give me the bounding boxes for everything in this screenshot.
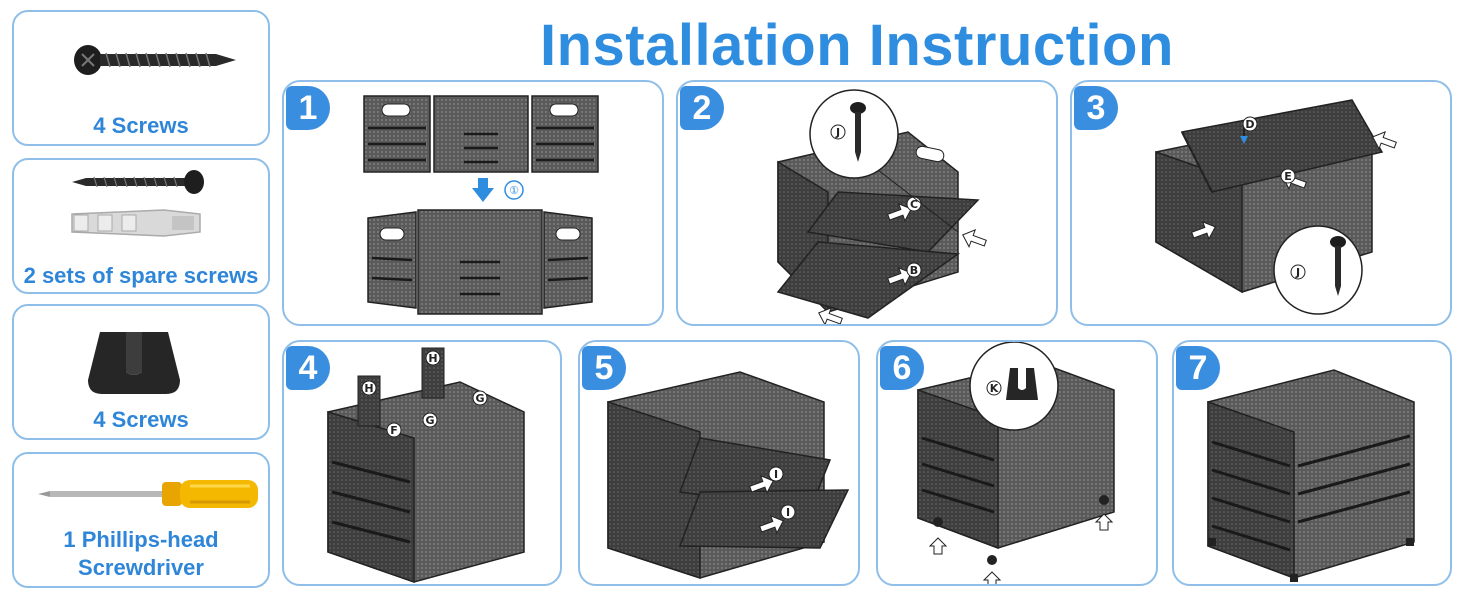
part-label-rubber-feet: 4 Screws — [93, 407, 189, 432]
step-number-6: 6 — [880, 346, 924, 390]
step-number-1: 1 — [286, 86, 330, 130]
part-card-screwdriver: 1 Phillips-head Screwdriver — [12, 452, 270, 588]
step-2-tag-c: C — [910, 198, 918, 211]
step-3-tag-d: D — [1245, 118, 1254, 131]
step-6-tag-k: K — [990, 382, 999, 395]
step-3-tag-e: E — [1284, 170, 1292, 183]
step-4-tag-g-center: G — [425, 414, 434, 427]
part-label-screwdriver-2: Screwdriver — [78, 555, 204, 580]
step-number-7: 7 — [1176, 346, 1220, 390]
step-3-tag-j: J — [1295, 266, 1300, 279]
screwdriver-icon — [38, 480, 258, 508]
part-label-screwdriver: 1 Phillips-head — [63, 527, 219, 552]
part-label-spare-screws: 2 sets of spare screws — [23, 263, 259, 288]
step-5-illustration: I I — [607, 371, 850, 580]
step-number-5: 5 — [582, 346, 626, 390]
step-panel-5: I I 5 — [578, 340, 860, 586]
step-panel-1: ① 1 — [282, 80, 664, 326]
step-panel-2: C B J 2 — [676, 80, 1058, 326]
step-panel-4: H H G G F 4 — [282, 340, 562, 586]
step-3-illustration: D E J — [1155, 99, 1397, 315]
page-title: Installation Instruction — [540, 13, 1174, 78]
step-4-illustration: H H G G F — [327, 347, 525, 584]
step-7-illustration — [1207, 369, 1415, 582]
screw-icon — [74, 45, 236, 75]
part-label-screws: 4 Screws — [93, 113, 189, 138]
step-5-tag-i-top: I — [774, 468, 778, 481]
rubber-foot-icon — [88, 332, 180, 394]
step-4-tag-f: F — [390, 424, 398, 437]
step-1-marker: ① — [509, 184, 519, 197]
part-card-screws: 4 Screws — [12, 10, 270, 146]
step-4-tag-h-right: H — [428, 352, 437, 365]
step-number-3: 3 — [1074, 86, 1118, 130]
step-panel-6: K 6 — [876, 340, 1158, 586]
step-4-tag-h-left: H — [364, 382, 373, 395]
step-panel-3: D E J 3 — [1070, 80, 1452, 326]
part-card-rubber-feet: 4 Screws — [12, 304, 270, 440]
step-panel-7: 7 — [1172, 340, 1452, 586]
step-number-2: 2 — [680, 86, 724, 130]
part-card-spare-screws: 2 sets of spare screws — [12, 158, 270, 294]
step-5-tag-i-bottom: I — [786, 506, 790, 519]
step-number-4: 4 — [286, 346, 330, 390]
step-6-illustration: K — [917, 342, 1115, 584]
step-2-tag-b: B — [910, 264, 918, 277]
step-2-tag-j: J — [835, 126, 840, 139]
step-1-illustration: ① — [363, 95, 599, 315]
step-4-tag-g-right: G — [475, 392, 484, 405]
step-2-illustration: C B J — [776, 89, 987, 324]
spare-screws-icon — [71, 170, 204, 237]
